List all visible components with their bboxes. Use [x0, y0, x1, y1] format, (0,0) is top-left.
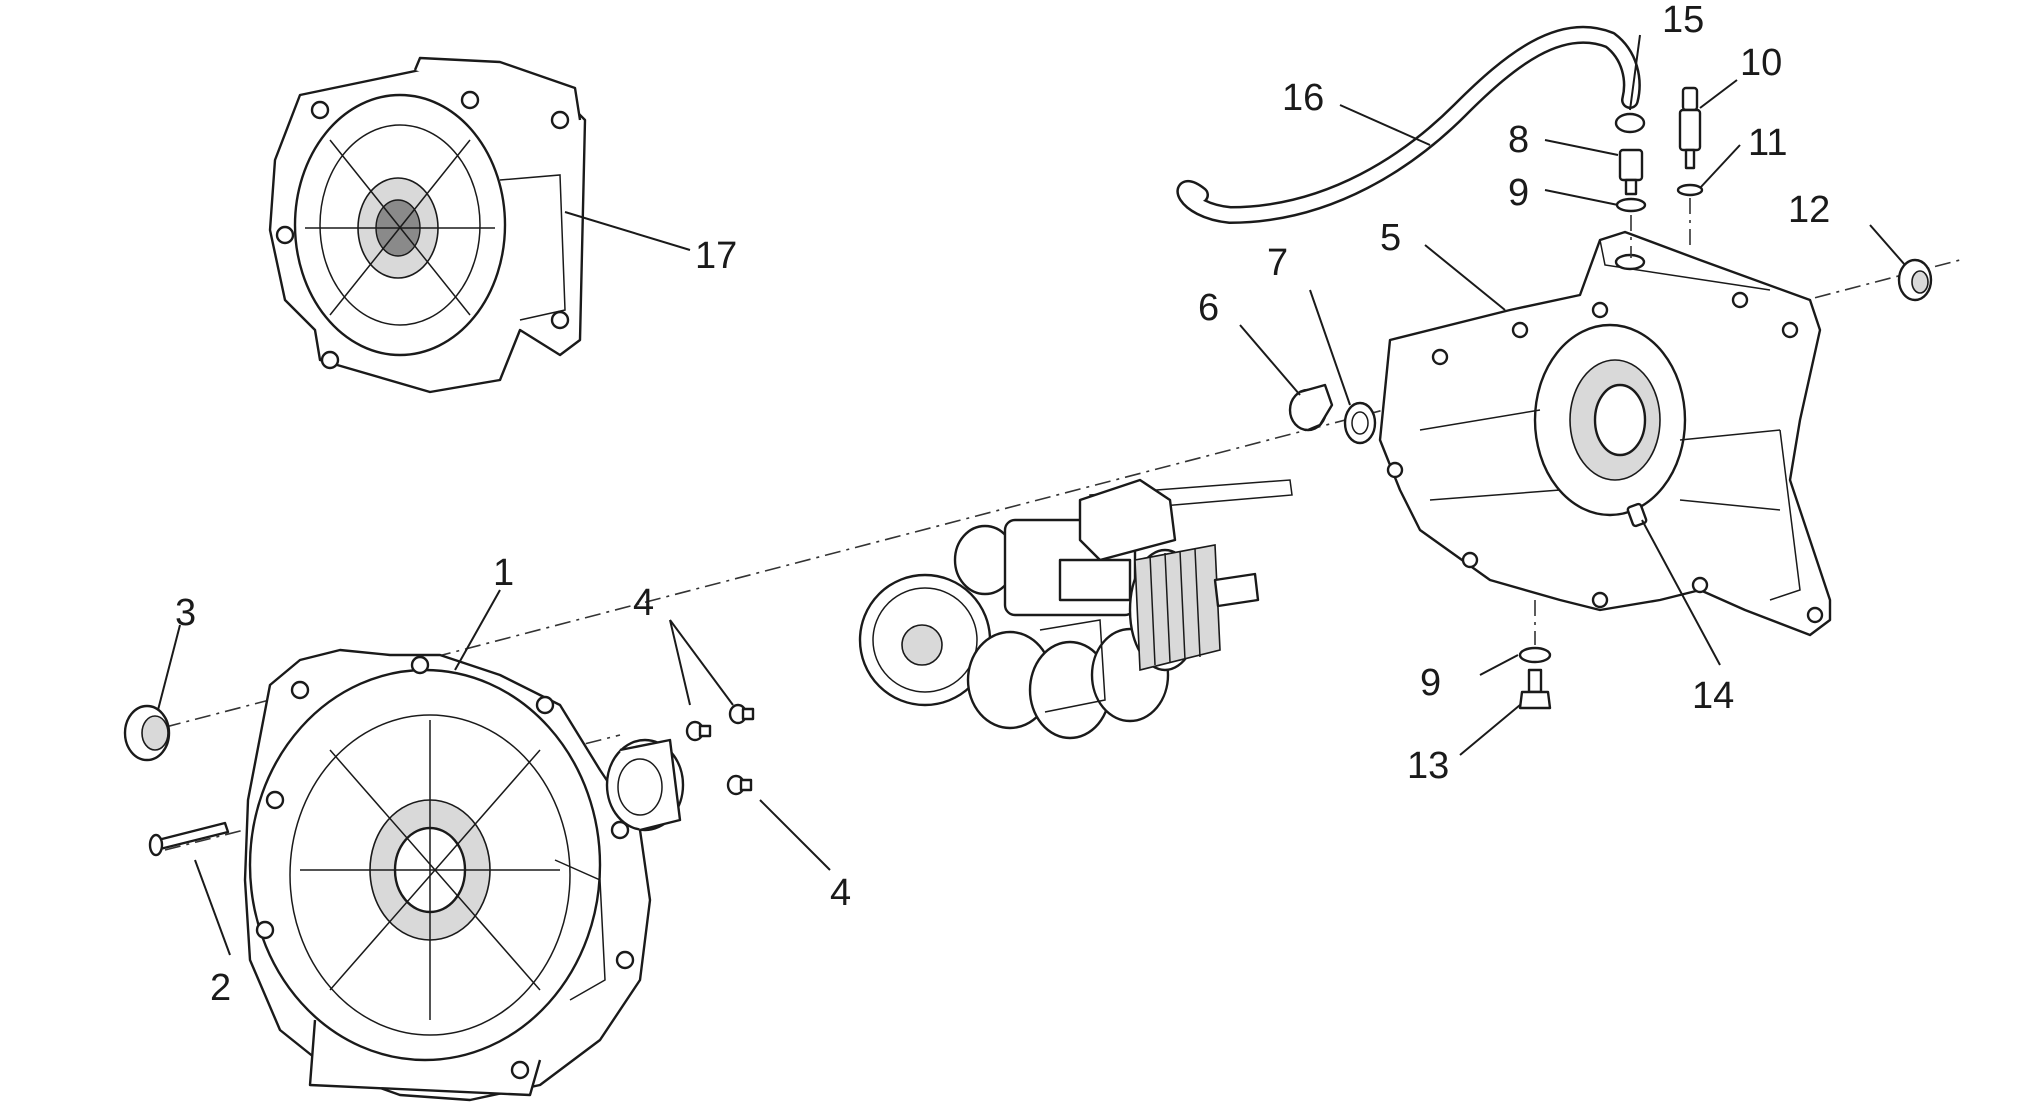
gear-cluster	[858, 478, 1293, 740]
callout-4a: 4	[633, 582, 654, 624]
callout-1: 1	[493, 552, 514, 594]
part-11-washer	[1676, 183, 1704, 197]
part-15-clamp	[1614, 112, 1646, 134]
callout-2: 2	[210, 967, 231, 1009]
callout-14: 14	[1692, 675, 1734, 717]
part-10-sensor	[1678, 86, 1702, 170]
part-13-drain-plug	[1518, 668, 1552, 710]
part-2-bolt	[148, 821, 230, 857]
callouts: 1 2 3 4 4 5 6 7 8 9 10 11 12 13 14 15 16…	[175, 0, 1830, 1009]
callout-9-bottom: 9	[1420, 662, 1441, 704]
callout-16: 16	[1282, 77, 1324, 119]
callout-12: 12	[1788, 189, 1830, 231]
part-3-seal	[123, 704, 171, 762]
part-4-screws	[685, 703, 755, 796]
callout-5: 5	[1380, 217, 1401, 259]
part-9-washer-top	[1615, 197, 1647, 213]
callout-6: 6	[1198, 287, 1219, 329]
callout-10: 10	[1740, 42, 1782, 84]
callout-7: 7	[1267, 242, 1288, 284]
callout-15: 15	[1662, 0, 1704, 41]
callout-4b: 4	[830, 872, 851, 914]
callout-9-top: 9	[1508, 172, 1529, 214]
part-17-housing-assembly	[268, 56, 587, 394]
part-1-front-cover	[243, 648, 652, 1102]
leader-lines	[157, 34, 1906, 956]
callout-3: 3	[175, 592, 196, 634]
part-12-seal	[1897, 258, 1933, 302]
part-9-washer-bottom	[1518, 646, 1552, 664]
callout-17: 17	[695, 235, 737, 277]
part-16-breather-hose	[1176, 25, 1641, 225]
part-6-plug	[1288, 383, 1334, 432]
callout-11: 11	[1748, 122, 1787, 164]
part-7-washer	[1343, 401, 1377, 445]
part-8-breather-fitting	[1618, 148, 1644, 196]
bearing	[605, 738, 685, 832]
callout-13: 13	[1407, 745, 1449, 787]
part-5-rear-housing	[1378, 230, 1832, 637]
callout-8: 8	[1508, 119, 1529, 161]
